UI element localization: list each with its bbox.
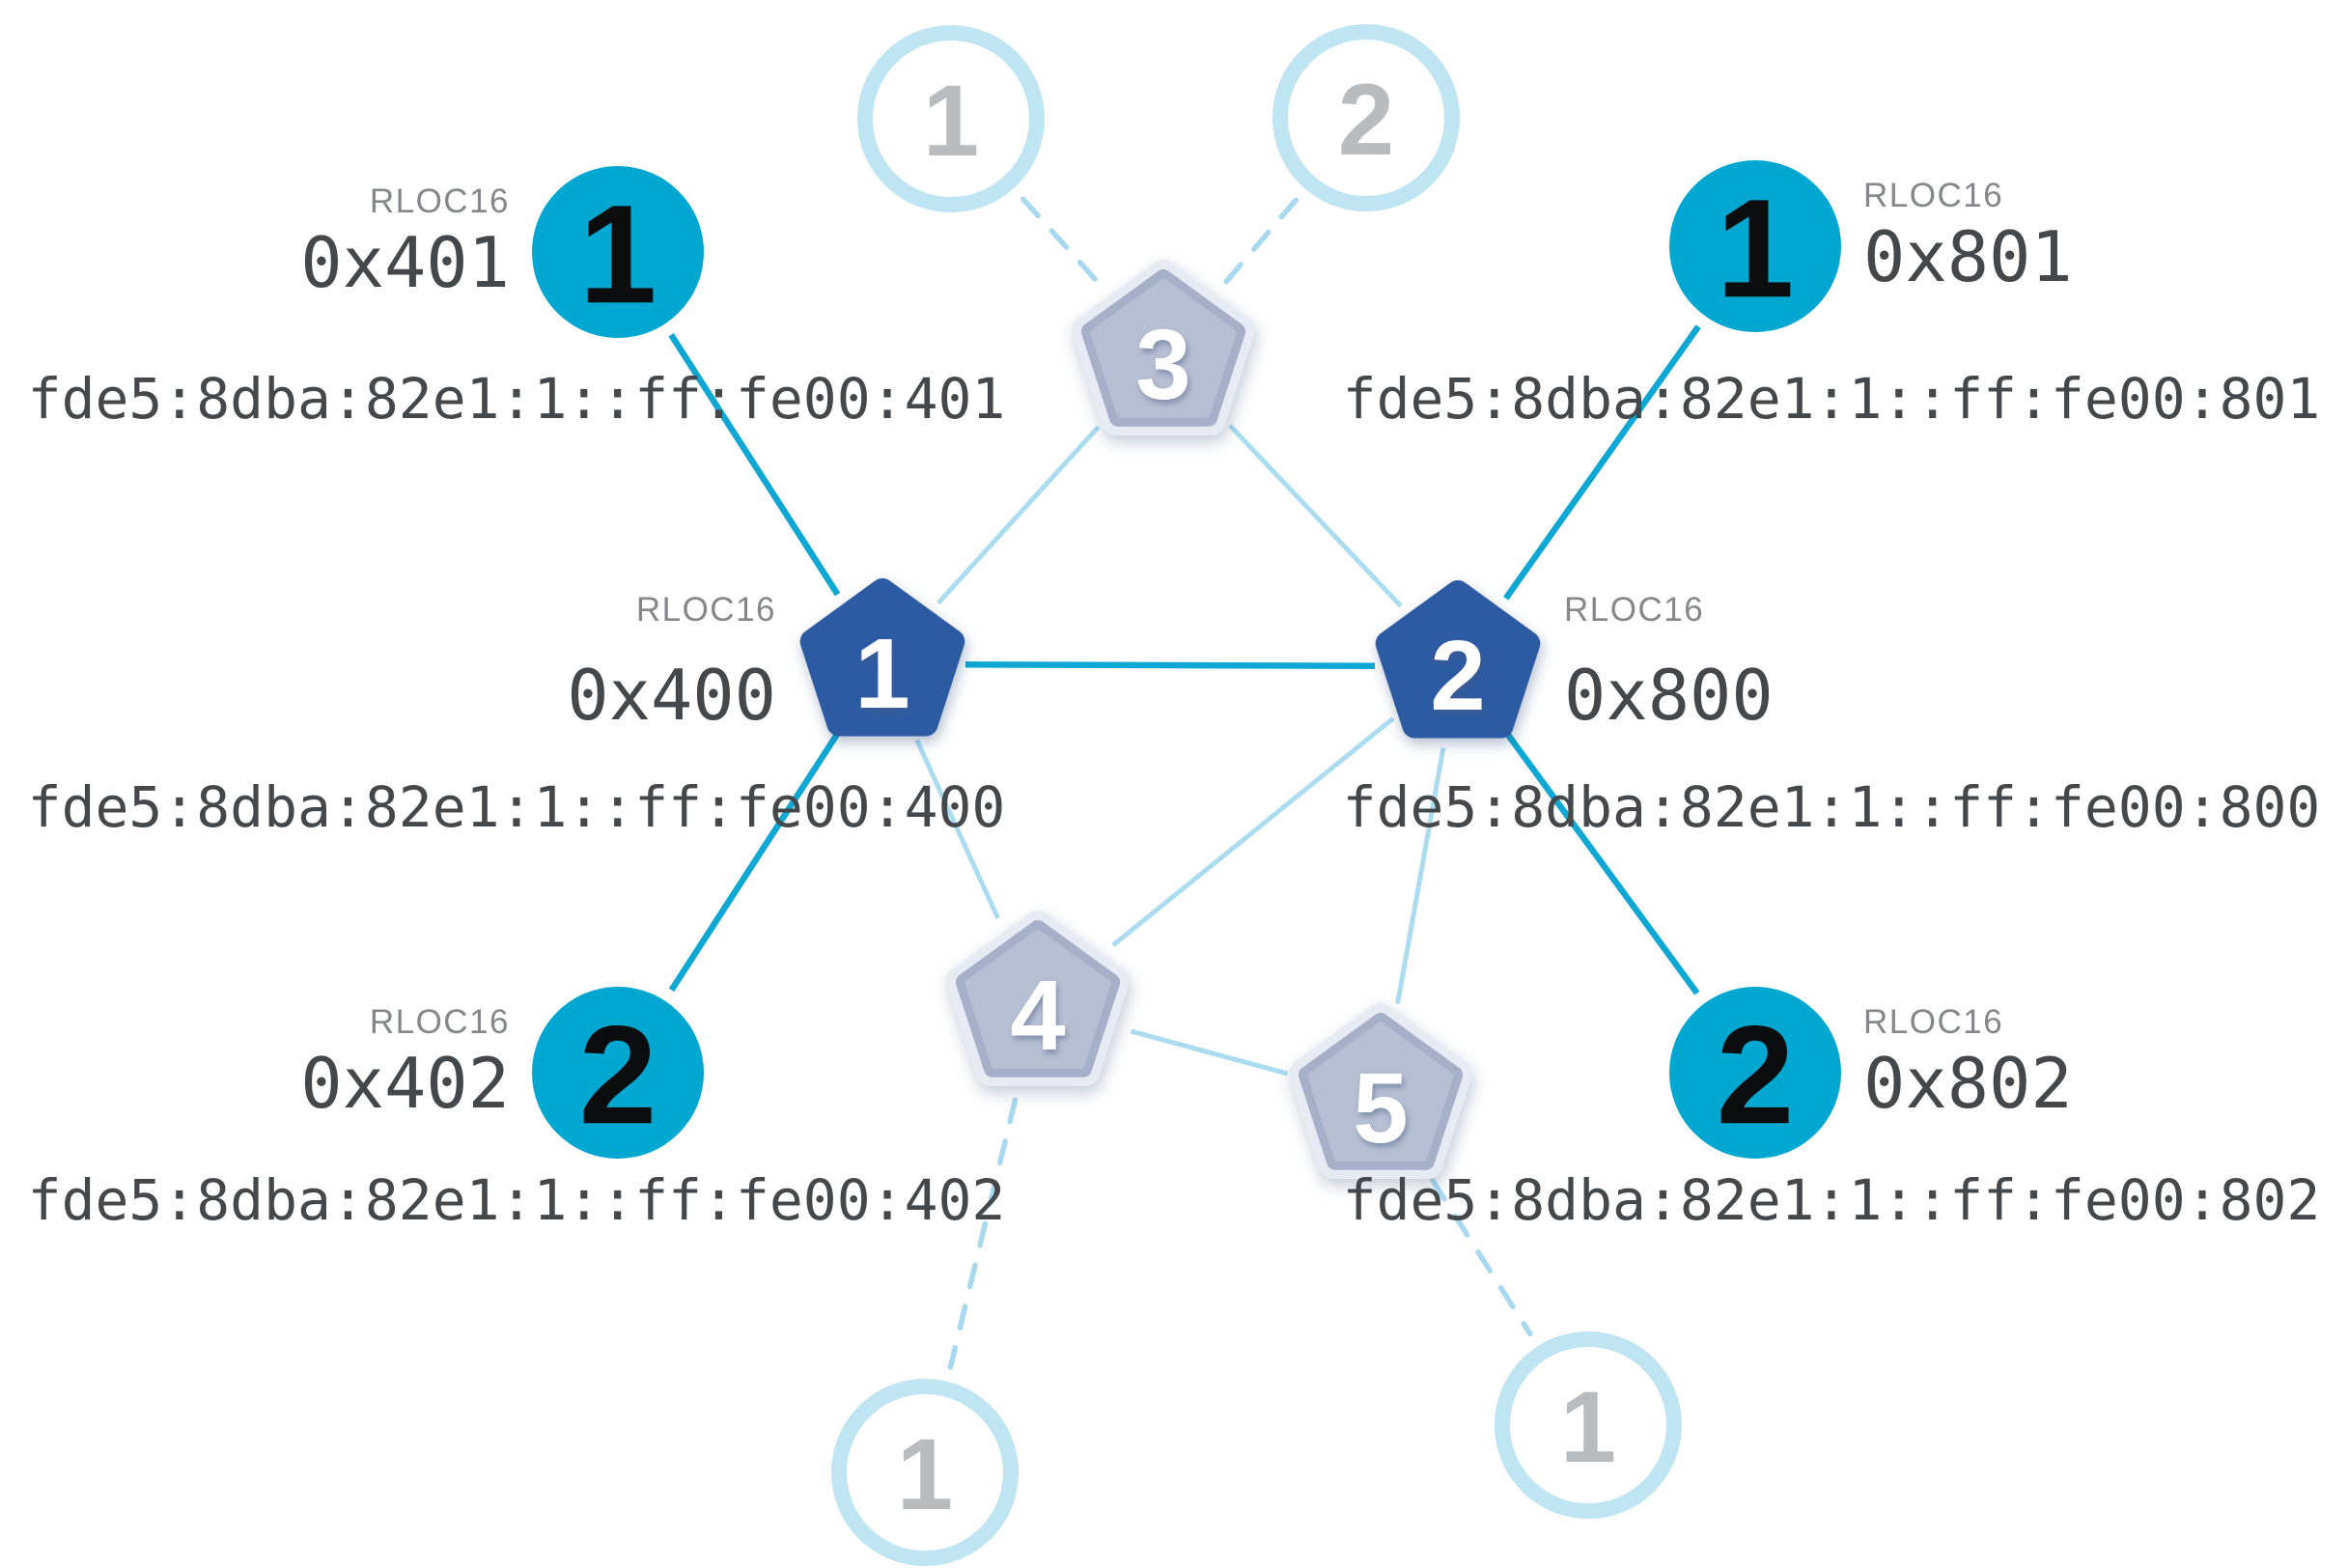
router-node-p5: 5 bbox=[1289, 1003, 1472, 1179]
edge-p3-r800 bbox=[1227, 423, 1403, 608]
rloc16-label-0x802: RLOC16 bbox=[1863, 1003, 2003, 1041]
edge-ft1-p3 bbox=[1020, 196, 1102, 287]
child-node-c801: 1 bbox=[1669, 160, 1841, 332]
child-node-c802: 2 bbox=[1669, 987, 1841, 1159]
router-node-r800: 2 bbox=[1375, 580, 1541, 739]
node-number: 5 bbox=[1353, 1052, 1408, 1163]
nodes-layer: 1 2 1 1 3 1 2 4 5 2 2 1 1 bbox=[532, 24, 1841, 1566]
edge-p4-fb1 bbox=[947, 1097, 1019, 1370]
rloc16-value-0x801: 0x801 bbox=[1863, 216, 2073, 297]
router-node-p3: 3 bbox=[1072, 260, 1255, 435]
node-number: 1 bbox=[1560, 1371, 1616, 1484]
rloc16-value-0x401: 0x401 bbox=[300, 222, 510, 303]
node-number: 1 bbox=[854, 618, 909, 729]
texts-layer: RLOC160x401fde5:8dba:82e1:1::ff:fe00:401… bbox=[28, 177, 2321, 1233]
ipv6-address-801: fde5:8dba:82e1:1::ff:fe00:801 bbox=[1343, 366, 2321, 432]
edge-r400-r800 bbox=[964, 661, 1376, 669]
child-node-c402: 2 bbox=[532, 987, 704, 1159]
rloc16-label-0x402: RLOC16 bbox=[370, 1003, 510, 1041]
rloc16-label-0x401: RLOC16 bbox=[370, 182, 510, 220]
child-node-ft1: 1 bbox=[857, 25, 1045, 212]
child-node-fb1: 1 bbox=[831, 1379, 1019, 1566]
router-node-p4: 4 bbox=[946, 910, 1130, 1086]
rloc16-label-0x800: RLOC16 bbox=[1564, 591, 1704, 629]
node-number: 2 bbox=[579, 996, 657, 1153]
ipv6-address-802: fde5:8dba:82e1:1::ff:fe00:802 bbox=[1343, 1167, 2321, 1233]
node-number: 1 bbox=[1717, 170, 1795, 326]
rloc16-value-0x402: 0x402 bbox=[300, 1043, 510, 1124]
node-number: 1 bbox=[579, 176, 657, 332]
rloc16-value-0x400: 0x400 bbox=[567, 655, 776, 736]
edge-ft2-p3 bbox=[1223, 197, 1300, 285]
edge-p4-r800 bbox=[1111, 716, 1395, 948]
edge-p5-r800 bbox=[1395, 747, 1446, 1005]
node-number: 3 bbox=[1135, 309, 1190, 420]
ipv6-address-800: fde5:8dba:82e1:1::ff:fe00:800 bbox=[1343, 774, 2321, 840]
node-number: 1 bbox=[923, 65, 979, 178]
ipv6-address-402: fde5:8dba:82e1:1::ff:fe00:402 bbox=[28, 1167, 1006, 1233]
edge-c401-r400 bbox=[668, 333, 841, 597]
node-number: 2 bbox=[1430, 620, 1485, 731]
ipv6-address-400: fde5:8dba:82e1:1::ff:fe00:400 bbox=[28, 774, 1006, 840]
node-number: 2 bbox=[1338, 64, 1394, 177]
child-node-fb2: 1 bbox=[1495, 1331, 1682, 1519]
edge-p3-r400 bbox=[936, 425, 1101, 605]
edge-c801-r800 bbox=[1503, 324, 1701, 601]
ipv6-address-401: fde5:8dba:82e1:1::ff:fe00:401 bbox=[28, 366, 1006, 432]
router-node-r400: 1 bbox=[799, 578, 965, 737]
rloc16-value-0x802: 0x802 bbox=[1863, 1043, 2073, 1124]
edge-c802-r800 bbox=[1504, 731, 1700, 995]
child-node-c401: 1 bbox=[532, 166, 704, 338]
edges-layer bbox=[668, 196, 1701, 1370]
node-number: 1 bbox=[897, 1418, 953, 1531]
edge-p4-r400 bbox=[914, 739, 1000, 920]
edge-p5-fb2 bbox=[1429, 1177, 1533, 1337]
node-number: 4 bbox=[1010, 960, 1065, 1071]
edge-c402-r400 bbox=[668, 732, 840, 993]
rloc16-label-0x801: RLOC16 bbox=[1863, 177, 2003, 214]
child-node-ft2: 2 bbox=[1272, 24, 1460, 211]
node-number: 2 bbox=[1717, 996, 1795, 1153]
rloc16-value-0x800: 0x800 bbox=[1564, 655, 1774, 736]
rloc16-label-0x400: RLOC16 bbox=[636, 591, 776, 629]
edge-p4-p5 bbox=[1130, 1028, 1289, 1077]
